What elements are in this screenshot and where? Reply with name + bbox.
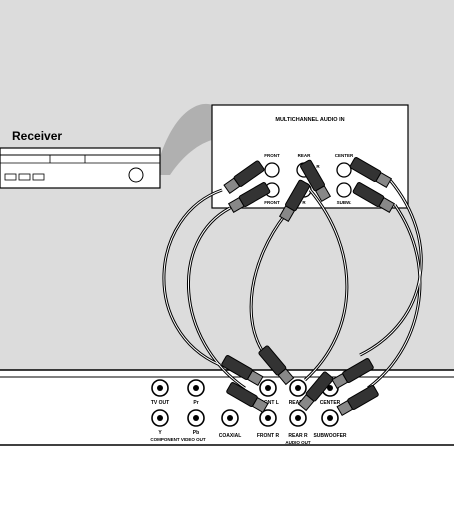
cable-highlights xyxy=(163,179,422,389)
label-front-bottom: FRONT xyxy=(264,200,280,205)
receiver-jack xyxy=(264,162,280,178)
label-rear-r-top: R xyxy=(316,164,320,169)
rca-plug xyxy=(300,159,332,203)
label-coaxial: COAXIAL xyxy=(219,433,242,439)
rca-plug xyxy=(227,182,271,214)
lower-band xyxy=(0,445,454,514)
receiver-device: Receiver xyxy=(0,129,161,189)
volume-knob xyxy=(128,167,144,183)
label-audio-out: AUDIO OUT xyxy=(285,440,311,445)
receiver-label: Receiver xyxy=(12,129,62,143)
panel-title: MULTICHANNEL AUDIO IN xyxy=(275,117,344,123)
label-rear-top: REAR xyxy=(298,153,312,158)
player-panel xyxy=(0,370,454,445)
rca-plug xyxy=(297,371,334,412)
rca-plug xyxy=(331,358,374,390)
label-center-top: CENTER xyxy=(335,153,354,158)
label-rear-r-bottom: R xyxy=(302,200,306,205)
cable-rear-r xyxy=(303,189,349,382)
label-rear-r: REAR R xyxy=(288,433,308,439)
cable-subwoofer xyxy=(367,204,422,390)
receiver-input-panel: MULTICHANNEL AUDIO IN FRONT REAR R CENTE… xyxy=(211,104,409,209)
cable-rear-l xyxy=(249,214,287,356)
label-rear-l: REAR L xyxy=(289,400,308,406)
swoosh-shadow xyxy=(155,103,212,175)
player-jacks: TV OUT Pr Y Pb COMPONENT VIDEO OUT COAXI… xyxy=(150,379,347,445)
rca-plug xyxy=(258,345,295,386)
rca-plug xyxy=(221,355,264,387)
label-center: CENTER xyxy=(320,400,341,406)
label-subwoofer: SUBWOOFER xyxy=(313,433,346,439)
receiver-plugs xyxy=(223,157,396,223)
rca-plug xyxy=(226,382,269,414)
cable-front-l xyxy=(162,188,223,367)
label-front-r: FRONT R xyxy=(257,433,280,439)
rca-plug xyxy=(352,182,396,214)
label-subw-bottom: SUBW. xyxy=(337,200,352,205)
label-component-video-out: COMPONENT VIDEO OUT xyxy=(150,437,206,442)
label-tv-out: TV OUT xyxy=(151,400,169,406)
label-y: Y xyxy=(158,430,162,436)
label-pb: Pb xyxy=(193,430,199,436)
label-pr: Pr xyxy=(193,400,198,406)
player-plugs xyxy=(221,345,379,417)
label-front-l: FRONT L xyxy=(257,400,279,406)
rca-plug xyxy=(349,157,393,189)
receiver-jack xyxy=(336,162,352,178)
rca-plug xyxy=(278,179,310,223)
label-front-top: FRONT xyxy=(264,153,280,158)
receiver-jack xyxy=(336,182,352,198)
rca-plug xyxy=(336,385,379,417)
rca-plug xyxy=(223,160,265,194)
